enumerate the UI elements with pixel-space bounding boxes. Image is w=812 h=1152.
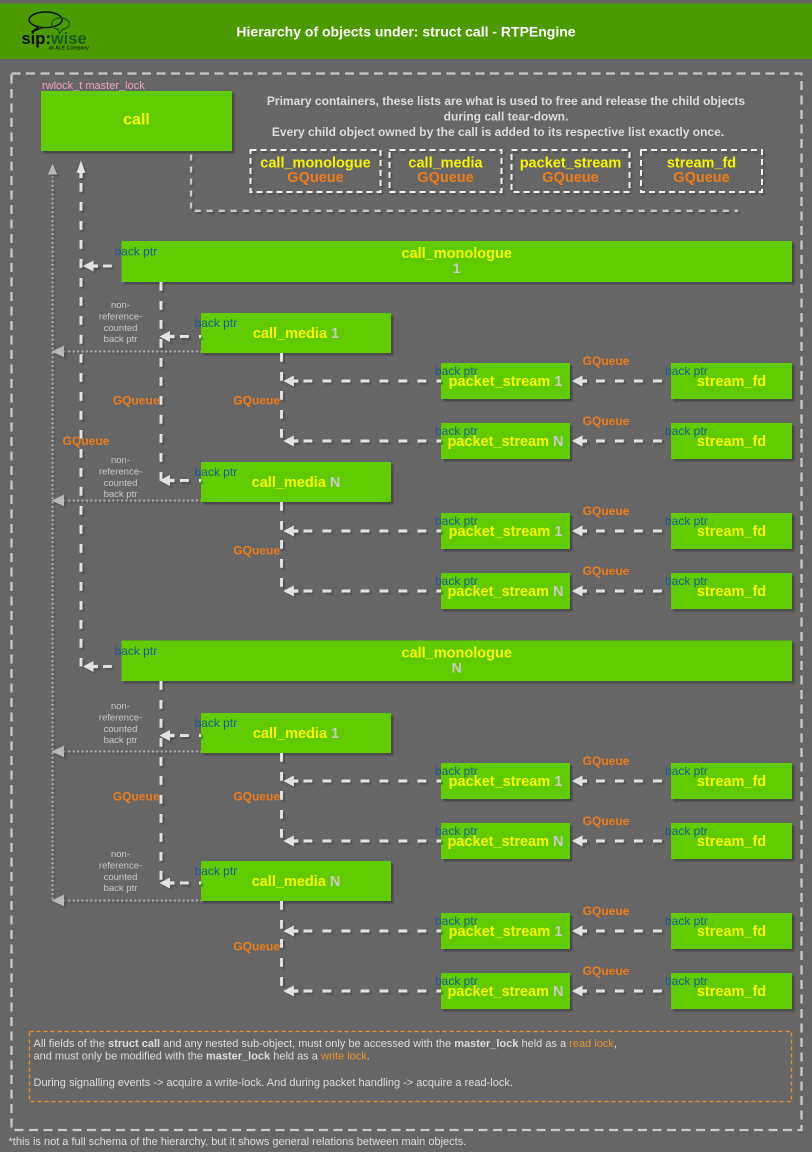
svg-text:stream_fd: stream_fd <box>697 434 766 450</box>
svg-text:back ptr: back ptr <box>665 764 708 778</box>
svg-text:packet_stream N: packet_stream N <box>447 984 563 1000</box>
svg-text:GQueue: GQueue <box>63 434 110 448</box>
svg-text:packet_stream N: packet_stream N <box>447 434 563 450</box>
svg-text:back ptr: back ptr <box>435 514 478 528</box>
svg-text:packet_stream: packet_stream <box>520 156 622 172</box>
svg-text:call_monologue: call_monologue <box>260 156 370 172</box>
svg-text:GQueue: GQueue <box>113 790 160 804</box>
svg-text:call_media N: call_media N <box>252 475 341 491</box>
svg-text:back ptr: back ptr <box>435 974 478 988</box>
svg-text:GQueue: GQueue <box>233 790 280 804</box>
svg-text:and must only be modified with: and must only be modified with the maste… <box>34 1050 370 1062</box>
svg-text:GQueue: GQueue <box>417 170 473 186</box>
svg-text:reference-: reference- <box>99 712 142 723</box>
svg-text:GQueue: GQueue <box>673 170 729 186</box>
svg-text:stream_fd: stream_fd <box>667 156 736 172</box>
svg-text:back ptr: back ptr <box>435 764 478 778</box>
svg-text:GQueue: GQueue <box>583 564 630 578</box>
svg-text:back ptr: back ptr <box>195 716 238 730</box>
svg-text:GQueue: GQueue <box>583 504 630 518</box>
svg-text:counted: counted <box>104 872 138 883</box>
svg-text:counted: counted <box>104 724 138 735</box>
svg-text:GQueue: GQueue <box>583 354 630 368</box>
svg-text:rwlock_t master_lock: rwlock_t master_lock <box>42 80 145 92</box>
svg-text:counted: counted <box>104 478 138 489</box>
svg-text:back ptr: back ptr <box>435 824 478 838</box>
svg-text:back ptr: back ptr <box>665 514 708 528</box>
svg-text:back ptr: back ptr <box>665 914 708 928</box>
svg-text:non-: non- <box>111 300 130 311</box>
svg-text:stream_fd: stream_fd <box>697 834 766 850</box>
svg-text:GQueue: GQueue <box>583 904 630 918</box>
svg-text:call_media: call_media <box>408 156 483 172</box>
svg-text:packet_stream 1: packet_stream 1 <box>449 924 563 940</box>
svg-text:back ptr: back ptr <box>665 824 708 838</box>
svg-text:back ptr: back ptr <box>104 735 138 746</box>
svg-text:reference-: reference- <box>99 466 142 477</box>
svg-text:back ptr: back ptr <box>435 914 478 928</box>
svg-text:non-: non- <box>111 701 130 712</box>
svg-text:Hierarchy of objects under: st: Hierarchy of objects under: struct call … <box>236 24 575 40</box>
svg-text:call: call <box>123 112 150 129</box>
svg-text:GQueue: GQueue <box>583 414 630 428</box>
svg-text:stream_fd: stream_fd <box>697 524 766 540</box>
svg-text:back ptr: back ptr <box>665 364 708 378</box>
svg-text:GQueue: GQueue <box>583 964 630 978</box>
svg-text:back ptr: back ptr <box>665 974 708 988</box>
svg-text:back ptr: back ptr <box>435 574 478 588</box>
svg-text:during call tear-down.: during call tear-down. <box>444 109 569 123</box>
svg-text:All fields of the struct call: All fields of the struct call and any ne… <box>34 1038 617 1050</box>
svg-text:call_monologue: call_monologue <box>402 646 512 662</box>
svg-text:1: 1 <box>453 260 461 276</box>
svg-text:an ALE Company: an ALE Company <box>49 45 90 51</box>
svg-text:N: N <box>452 660 462 676</box>
svg-text:GQueue: GQueue <box>233 544 280 558</box>
svg-text:back ptr: back ptr <box>195 316 238 330</box>
svg-text:back ptr: back ptr <box>195 864 238 878</box>
svg-text:back ptr: back ptr <box>435 424 478 438</box>
svg-text:GQueue: GQueue <box>233 940 280 954</box>
svg-text:back ptr: back ptr <box>104 489 138 500</box>
svg-text:stream_fd: stream_fd <box>697 984 766 1000</box>
svg-text:back ptr: back ptr <box>435 364 478 378</box>
svg-text:back ptr: back ptr <box>104 334 138 345</box>
svg-text:GQueue: GQueue <box>233 394 280 408</box>
svg-text:back ptr: back ptr <box>665 574 708 588</box>
svg-text:call_media 1: call_media 1 <box>253 726 339 742</box>
svg-text:back ptr: back ptr <box>115 644 158 658</box>
svg-text:stream_fd: stream_fd <box>697 924 766 940</box>
svg-text:back ptr: back ptr <box>115 245 158 259</box>
svg-text:*this is not a full schema of: *this is not a full schema of the hierar… <box>9 1136 467 1148</box>
svg-text:back ptr: back ptr <box>104 883 138 894</box>
svg-text:sip:wise: sip:wise <box>22 30 87 48</box>
svg-text:GQueue: GQueue <box>113 394 160 408</box>
svg-text:stream_fd: stream_fd <box>697 774 766 790</box>
svg-text:During signalling events -> ac: During signalling events -> acquire a wr… <box>34 1077 513 1089</box>
svg-text:packet_stream N: packet_stream N <box>447 834 563 850</box>
svg-text:back ptr: back ptr <box>665 424 708 438</box>
svg-text:GQueue: GQueue <box>583 814 630 828</box>
svg-text:GQueue: GQueue <box>287 170 343 186</box>
svg-text:back ptr: back ptr <box>195 465 238 479</box>
svg-text:call_media 1: call_media 1 <box>253 326 339 342</box>
svg-text:Primary containers, these list: Primary containers, these lists are what… <box>267 94 746 108</box>
svg-text:call_monologue: call_monologue <box>402 246 512 262</box>
svg-text:packet_stream 1: packet_stream 1 <box>449 374 563 390</box>
svg-text:non-: non- <box>111 849 130 860</box>
svg-text:packet_stream N: packet_stream N <box>447 584 563 600</box>
svg-text:call_media N: call_media N <box>252 874 341 890</box>
svg-text:GQueue: GQueue <box>583 754 630 768</box>
svg-text:stream_fd: stream_fd <box>697 374 766 390</box>
svg-text:stream_fd: stream_fd <box>697 584 766 600</box>
svg-text:packet_stream 1: packet_stream 1 <box>449 774 563 790</box>
svg-text:counted: counted <box>104 323 138 334</box>
svg-text:reference-: reference- <box>99 860 142 871</box>
svg-text:packet_stream 1: packet_stream 1 <box>449 524 563 540</box>
svg-text:Every child object owned by th: Every child object owned by the call is … <box>272 125 724 139</box>
svg-text:reference-: reference- <box>99 311 142 322</box>
svg-text:GQueue: GQueue <box>542 170 598 186</box>
svg-text:non-: non- <box>111 455 130 466</box>
